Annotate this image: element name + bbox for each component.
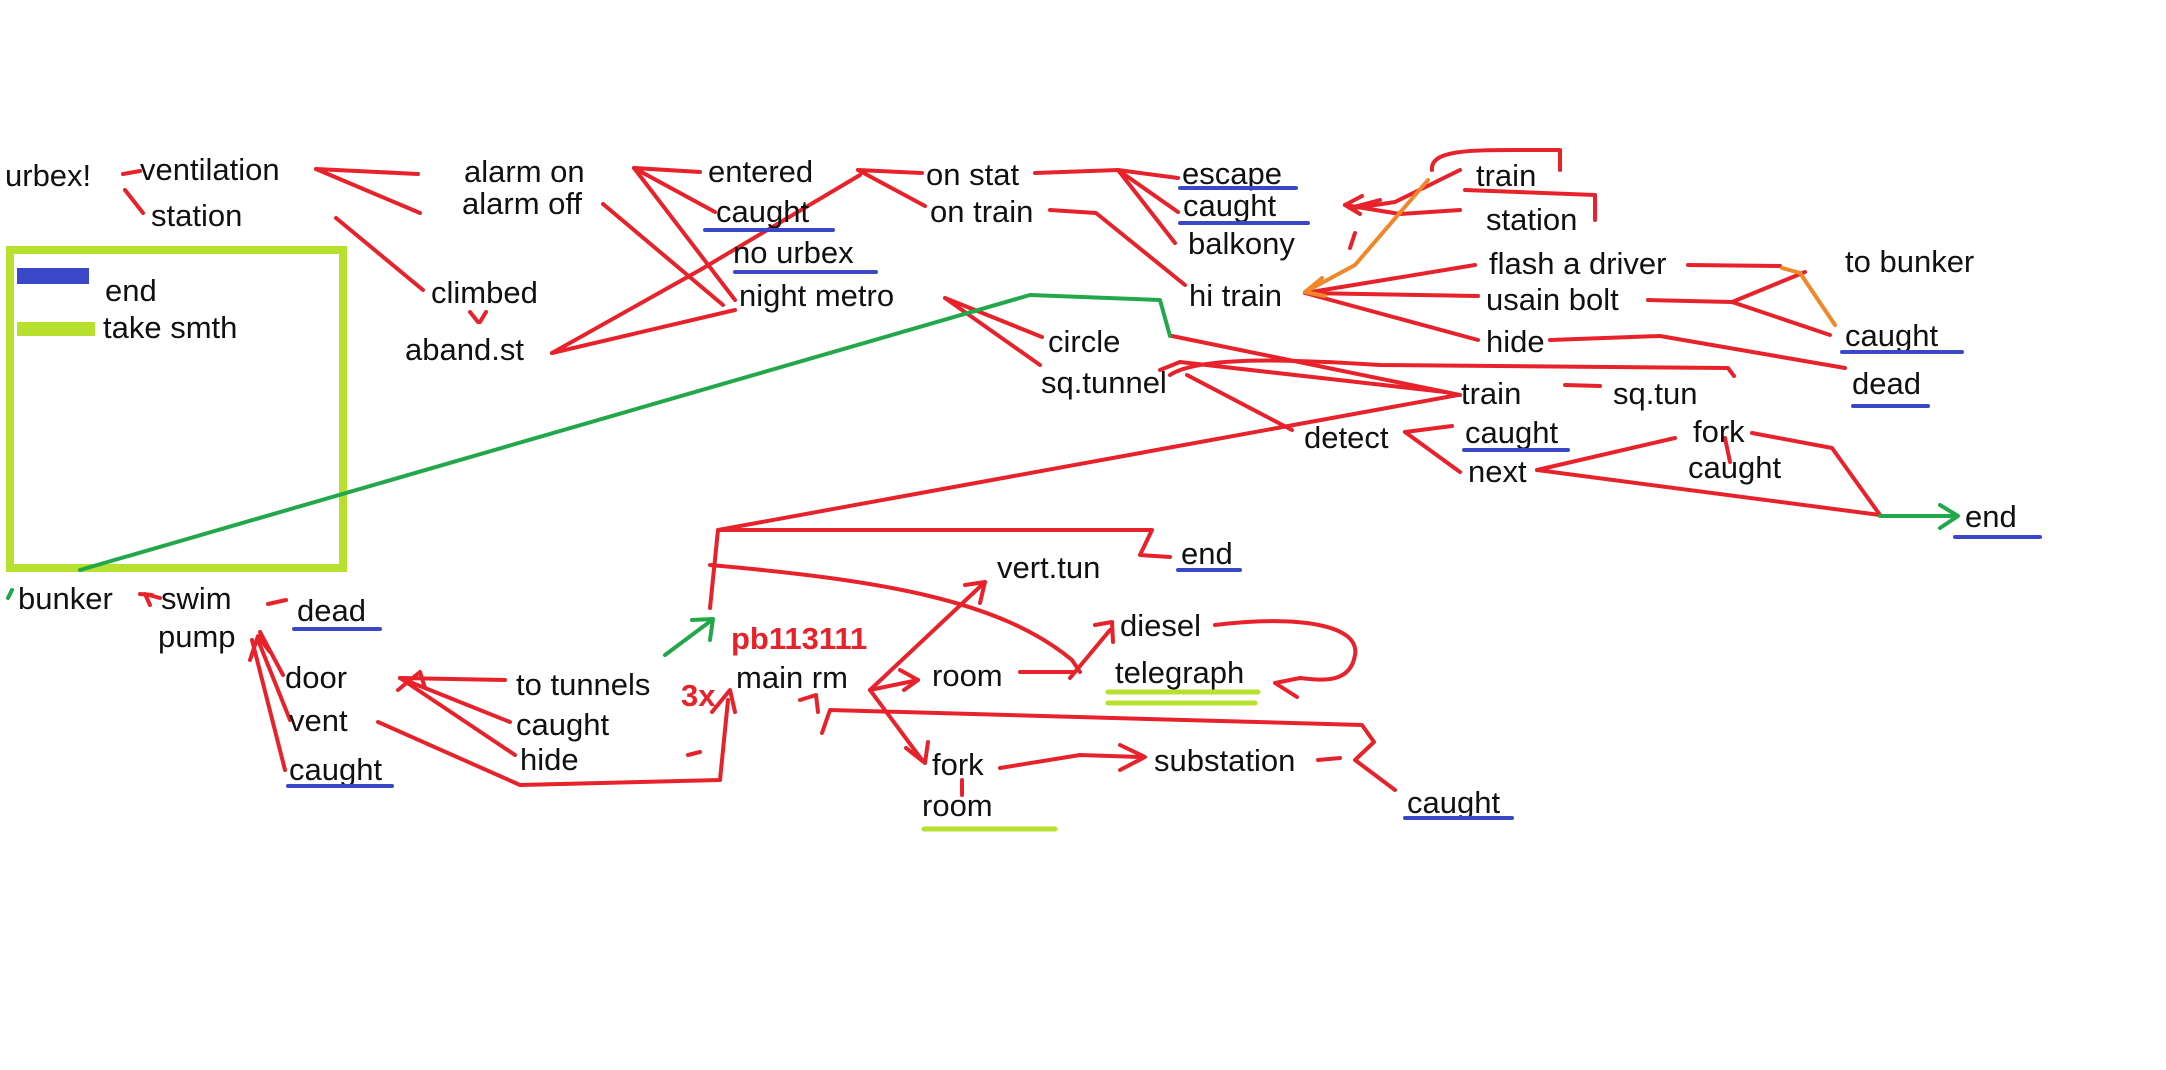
node-3x: 3x — [681, 678, 716, 713]
node-pump: pump — [158, 619, 236, 654]
node-station: station — [151, 198, 242, 233]
node-to-bunker: to bunker — [1845, 244, 1974, 279]
node-alarm-off: alarm off — [462, 186, 582, 221]
node-dead: dead — [1852, 366, 1921, 401]
node-on-train: on train — [930, 194, 1033, 229]
node-vent: vent — [289, 703, 348, 738]
node-hide: hide — [1486, 324, 1545, 359]
node-caught-3: caught — [1845, 318, 1938, 353]
node-caught: caught — [716, 194, 809, 229]
node-caught-8: caught — [1407, 785, 1500, 820]
red-connectors — [121, 148, 1882, 797]
end-underlines — [286, 186, 2042, 820]
legend-end-swatch — [17, 268, 89, 284]
node-fork-2: fork — [932, 747, 984, 782]
node-hi-train: hi train — [1189, 278, 1282, 313]
node-to-tunnels: to tunnels — [516, 667, 650, 702]
node-train: train — [1476, 158, 1536, 193]
node-end: end — [1965, 499, 2017, 534]
node-diesel: diesel — [1120, 608, 1201, 643]
node-dead-2: dead — [297, 593, 366, 628]
node-caught-2: caught — [1183, 188, 1276, 223]
node-fork: fork — [1693, 414, 1745, 449]
green-connectors — [6, 293, 1960, 657]
legend-take-swatch — [17, 322, 95, 336]
node-substation: substation — [1154, 743, 1295, 778]
node-circle: circle — [1048, 324, 1120, 359]
node-climbed: climbed — [431, 275, 538, 310]
node-balkony: balkony — [1188, 226, 1295, 261]
node-ventilation: ventilation — [140, 152, 280, 187]
node-labels: urbex! ventilation station alarm on alar… — [5, 152, 2017, 823]
node-hide-2: hide — [520, 742, 579, 777]
node-swim: swim — [161, 581, 232, 616]
node-pb-code: pb113111 — [731, 621, 867, 656]
node-main-rm: main rm — [736, 660, 848, 695]
node-night-metro: night metro — [739, 278, 894, 313]
node-entered: entered — [708, 154, 813, 189]
node-vert-tun: vert.tun — [997, 550, 1100, 585]
node-no-urbex: no urbex — [733, 235, 854, 270]
node-flash-a-driver: flash a driver — [1489, 246, 1666, 281]
take-underlines — [921, 689, 1261, 832]
node-caught-6: caught — [289, 752, 382, 787]
node-end-2: end — [1181, 536, 1233, 571]
node-caught-5: caught — [1688, 450, 1781, 485]
node-room: room — [932, 658, 1003, 693]
node-bunker: bunker — [18, 581, 113, 616]
node-caught-4: caught — [1465, 415, 1558, 450]
orange-connectors — [1303, 178, 1837, 327]
node-sq-tun: sq.tun — [1613, 376, 1697, 411]
node-alarm-on: alarm on — [464, 154, 585, 189]
node-aband-st: aband.st — [405, 332, 524, 367]
node-station-2: station — [1486, 202, 1577, 237]
node-urbex: urbex! — [5, 158, 91, 193]
legend-box — [6, 246, 347, 572]
node-telegraph: telegraph — [1115, 655, 1244, 690]
node-door: door — [285, 660, 347, 695]
node-caught-7: caught — [516, 707, 609, 742]
node-room-2: room — [922, 788, 993, 823]
node-escape: escape — [1182, 156, 1282, 191]
legend: end take smth — [6, 246, 347, 572]
node-next: next — [1468, 454, 1527, 489]
legend-end-label: end — [105, 273, 157, 308]
node-sq-tunnel: sq.tunnel — [1041, 365, 1167, 400]
node-on-stat: on stat — [926, 157, 1019, 192]
node-train-2: train — [1461, 376, 1521, 411]
node-detect: detect — [1304, 420, 1389, 455]
node-usain-bolt: usain bolt — [1486, 282, 1619, 317]
legend-take-label: take smth — [103, 310, 237, 345]
